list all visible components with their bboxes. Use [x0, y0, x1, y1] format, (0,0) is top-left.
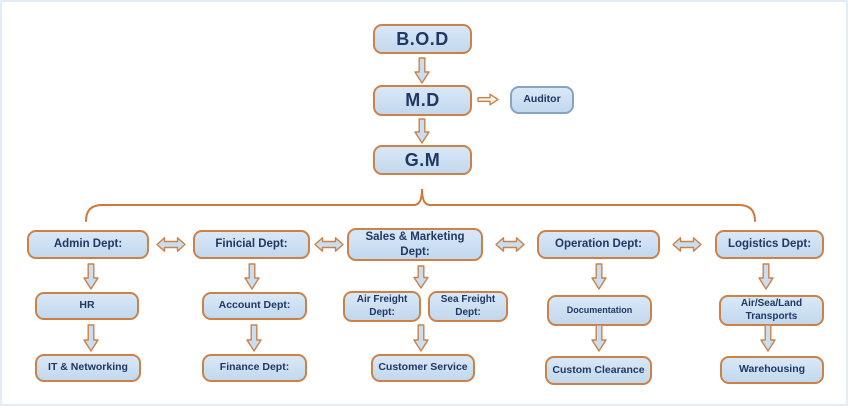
down-arrow-icon — [414, 118, 430, 144]
node-finance-dept: Finance Dept: — [202, 354, 307, 382]
node-admin-dept: Admin Dept: — [27, 230, 149, 259]
node-air-freight-dept: Air Freight Dept: — [343, 291, 421, 322]
double-arrow-icon — [314, 237, 344, 252]
node-account-dept: Account Dept: — [202, 292, 307, 320]
double-arrow-icon — [156, 237, 186, 252]
node-warehousing: Warehousing — [720, 356, 824, 384]
down-arrow-icon — [83, 324, 99, 352]
right-arrow-icon — [477, 93, 499, 106]
node-finicial-dept: Finicial Dept: — [193, 230, 310, 259]
down-arrow-icon — [246, 324, 262, 352]
node-operation-dept: Operation Dept: — [537, 230, 660, 259]
double-arrow-icon — [495, 237, 525, 252]
down-arrow-icon — [244, 263, 260, 290]
down-arrow-icon — [591, 263, 607, 290]
down-arrow-icon — [591, 324, 607, 352]
down-arrow-icon — [760, 324, 776, 352]
double-arrow-icon — [672, 237, 702, 252]
node-documentation: Documentation — [547, 295, 652, 326]
node-hr: HR — [35, 292, 139, 320]
down-arrow-icon — [413, 265, 429, 289]
down-arrow-icon — [758, 263, 774, 290]
node-logistics-dept: Logistics Dept: — [715, 230, 824, 259]
brace-connector — [85, 188, 756, 222]
node-customer-service: Customer Service — [371, 354, 475, 382]
node-sea-freight-dept: Sea Freight Dept: — [428, 291, 508, 322]
down-arrow-icon — [413, 324, 429, 352]
node-bod: B.O.D — [373, 24, 472, 54]
node-md: M.D — [373, 85, 472, 116]
node-gm: G.M — [373, 145, 472, 175]
down-arrow-icon — [414, 57, 430, 84]
node-custom-clearance: Custom Clearance — [545, 356, 652, 385]
node-auditor: Auditor — [510, 86, 574, 114]
down-arrow-icon — [83, 263, 99, 290]
node-sales-marketing-dept: Sales & Marketing Dept: — [347, 228, 483, 261]
node-transports: Air/Sea/Land Transports — [719, 295, 824, 326]
node-it-networking: IT & Networking — [35, 354, 141, 382]
